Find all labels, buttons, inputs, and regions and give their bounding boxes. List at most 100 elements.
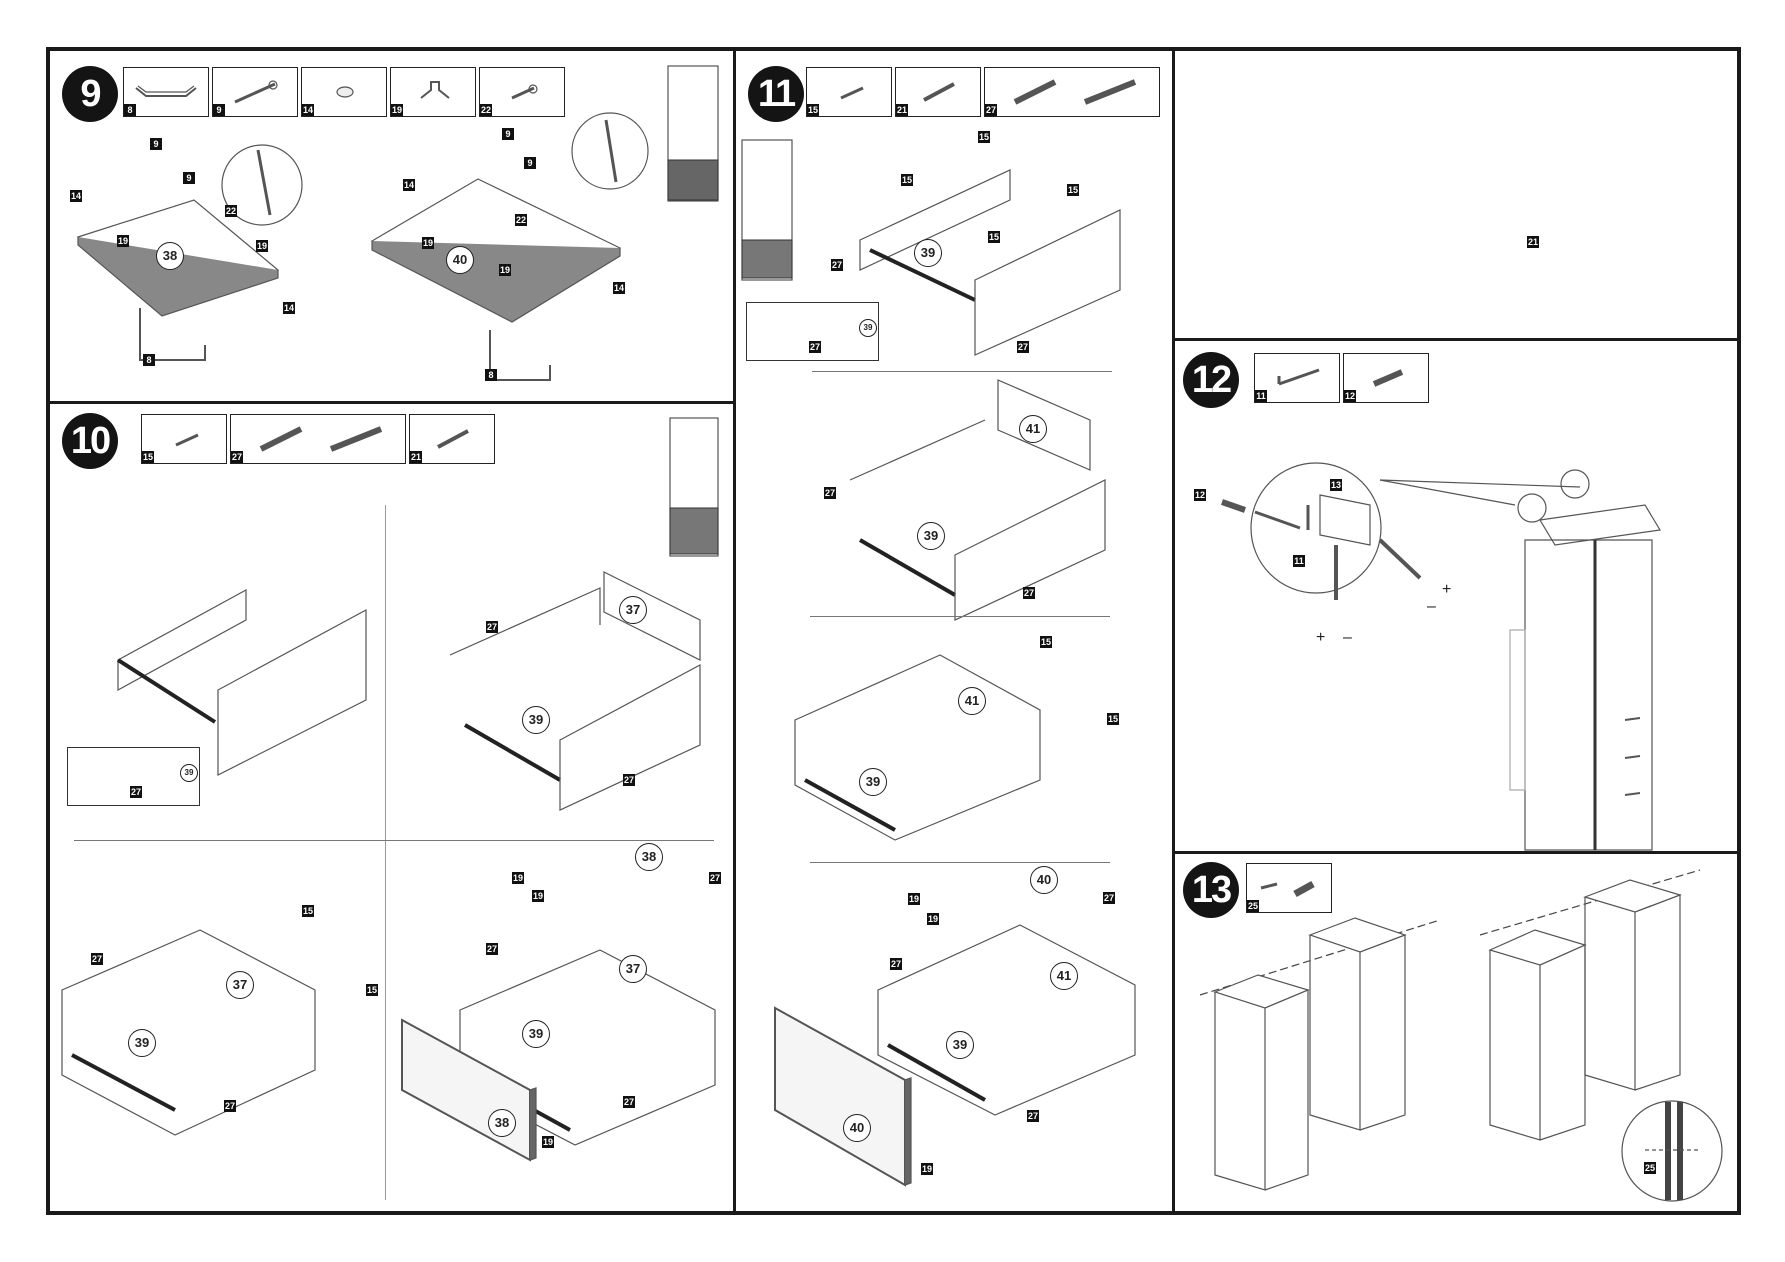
part-box-dowel-pin: 25: [1246, 863, 1332, 913]
part-label: 14: [403, 179, 416, 191]
drawer-runner-icon: [1013, 79, 1137, 105]
part-label: 9: [150, 138, 162, 150]
part-label: 9: [524, 157, 536, 169]
detail-inset-step10: 39 27: [67, 747, 200, 806]
adjust-minus-sign: –: [1343, 629, 1352, 646]
part-tag: 27: [231, 451, 244, 463]
part-label: 27: [1017, 341, 1030, 353]
part-box-drawer-runners: 27: [230, 414, 406, 464]
panel-number: 37: [226, 971, 254, 999]
part-box-handle: 8: [123, 67, 209, 117]
panel-number: 40: [843, 1114, 871, 1142]
part-label: 27: [130, 786, 143, 798]
part-label: 19: [908, 893, 921, 905]
adjust-minus-sign: –: [1427, 598, 1436, 615]
part-label: 27: [831, 259, 844, 271]
step-13-number: 13: [1183, 862, 1239, 918]
part-label: 15: [366, 984, 379, 996]
panel-number: 39: [946, 1031, 974, 1059]
part-tag: 19: [391, 104, 404, 116]
drawer-runner-icon: [259, 426, 383, 452]
panel-number: 39: [914, 239, 942, 267]
panel-number: 37: [619, 596, 647, 624]
part-label: 19: [422, 237, 435, 249]
part-label: 11: [1293, 555, 1305, 567]
part-box-screw: 15: [141, 414, 227, 464]
detail-inset-step11: 39 27: [746, 302, 879, 361]
part-tag: 11: [1255, 390, 1267, 402]
part-label: 27: [824, 487, 837, 499]
part-tag: 27: [985, 104, 998, 116]
part-label: 25: [1644, 1162, 1657, 1174]
part-label: 27: [623, 1096, 636, 1108]
part-label: 19: [117, 235, 130, 247]
bracket-icon: [420, 81, 450, 99]
panel-number: 39: [180, 764, 198, 782]
part-label: 8: [485, 369, 497, 381]
part-tag: 15: [807, 104, 820, 116]
part-label: 27: [709, 872, 722, 884]
screw-icon: [234, 80, 278, 104]
part-tag: 21: [896, 104, 909, 116]
part-label: 9: [502, 128, 514, 140]
panel-number: 38: [635, 843, 663, 871]
part-label: 19: [499, 264, 512, 276]
step-9-number: 9: [62, 66, 118, 122]
screw-icon: [840, 86, 864, 100]
part-label: 27: [486, 621, 499, 633]
part-label: 15: [978, 131, 991, 143]
step-11-number: 11: [748, 66, 804, 122]
step-12-number: 12: [1183, 352, 1239, 408]
divider-step9-10: [46, 401, 734, 404]
part-label: 19: [927, 913, 940, 925]
panel-number: 40: [446, 246, 474, 274]
part-box-hook-screw: 11: [1254, 353, 1340, 403]
divider-right: [1172, 47, 1175, 1215]
part-label: 14: [613, 282, 626, 294]
screw-icon: [511, 84, 538, 100]
adjust-plus-sign: +: [1442, 581, 1452, 598]
part-label: 22: [515, 214, 528, 226]
hook-screw-icon: [1277, 368, 1320, 386]
panel-number: 41: [1050, 962, 1078, 990]
panel-number: 37: [619, 955, 647, 983]
part-label: 12: [1194, 489, 1207, 501]
part-box-rod: 21: [895, 67, 981, 117]
part-label: 15: [302, 905, 315, 917]
part-label: 14: [283, 302, 296, 314]
step-10-hsep: [74, 840, 714, 841]
part-label: 19: [256, 240, 269, 252]
part-label: 27: [809, 341, 822, 353]
part-label: 15: [1107, 713, 1120, 725]
part-tag: 8: [124, 104, 136, 116]
part-label: 27: [486, 943, 499, 955]
part-label: 27: [1027, 1110, 1040, 1122]
adjust-plus-sign: +: [1316, 629, 1326, 646]
part-label: 15: [1040, 636, 1053, 648]
part-label: 27: [91, 953, 104, 965]
part-box-bracket: 19: [390, 67, 476, 117]
part-label: 21: [1527, 236, 1540, 248]
panel-number: 38: [488, 1109, 516, 1137]
step-11-sep-1: [812, 371, 1112, 372]
bumper-pad-icon: [336, 86, 354, 98]
panel-number: 39: [522, 1020, 550, 1048]
part-tag: 14: [302, 104, 315, 116]
step-11-sep-2: [810, 616, 1110, 617]
part-box-drawer-runners: 27: [984, 67, 1160, 117]
part-box-screw-long: 9: [212, 67, 298, 117]
panel-number: 39: [128, 1029, 156, 1057]
part-label: 27: [890, 958, 903, 970]
part-tag: 15: [142, 451, 155, 463]
part-label: 27: [1103, 892, 1116, 904]
panel-number: 41: [958, 687, 986, 715]
part-label: 15: [1067, 184, 1080, 196]
panel-number: 39: [859, 768, 887, 796]
part-label: 8: [143, 354, 155, 366]
panel-number: 38: [156, 242, 184, 270]
divider-blank-12: [1172, 338, 1741, 341]
panel-number: 39: [917, 522, 945, 550]
